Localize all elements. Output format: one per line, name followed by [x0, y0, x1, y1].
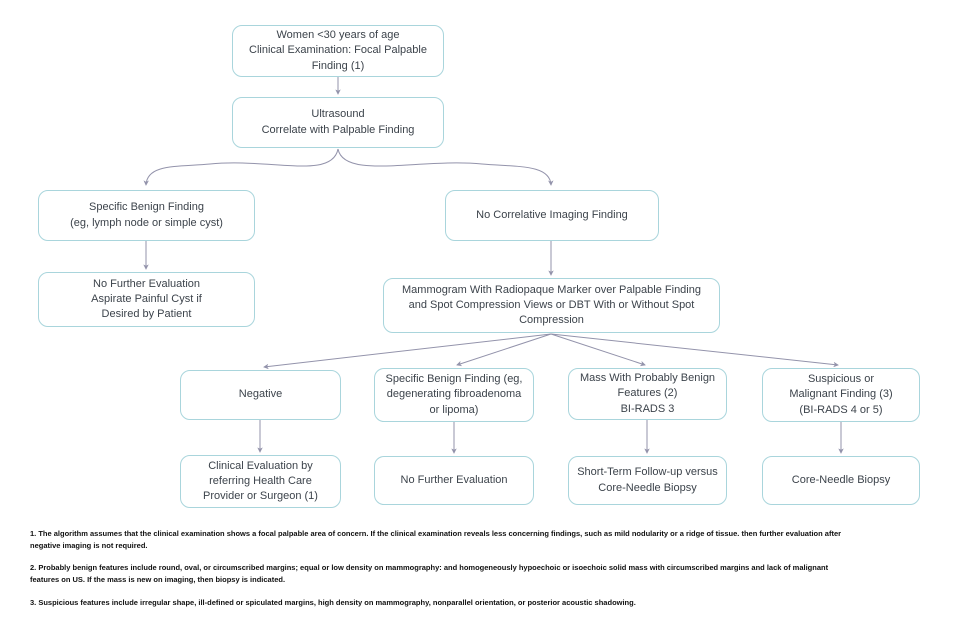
node-mass-probably-benign-birads3: Mass With Probably Benign Features (2) B… [568, 368, 727, 420]
node-negative: Negative [180, 370, 341, 420]
footnote-2: 2. Probably benign features include roun… [30, 563, 829, 584]
connector-mammogram-to-negative [263, 333, 552, 370]
node-ultrasound: Ultrasound Correlate with Palpable Findi… [232, 97, 444, 148]
footnotes-section: 1. The algorithm assumes that the clinic… [30, 528, 938, 619]
node-clinical-evaluation-referral: Clinical Evaluation by referring Health … [180, 455, 341, 508]
node-suspicious-malignant-finding: Suspicious or Malignant Finding (3) (BI-… [762, 368, 920, 422]
node-specific-benign-finding-mammo: Specific Benign Finding (eg, degeneratin… [374, 368, 534, 422]
node-no-further-evaluation-aspirate: No Further Evaluation Aspirate Painful C… [38, 272, 255, 327]
connector-mammogram-to-suspicious [550, 333, 839, 368]
footnote-3: 3. Suspicious features include irregular… [30, 597, 636, 607]
node-short-term-followup-vs-biopsy: Short-Term Follow-up versus Core-Needle … [568, 456, 727, 505]
connector-mammogram-to-benign-mammo [456, 333, 552, 367]
node-no-further-evaluation: No Further Evaluation [374, 456, 534, 505]
node-specific-benign-finding-us: Specific Benign Finding (eg, lymph node … [38, 190, 255, 241]
footnote-1: 1. The algorithm assumes that the clinic… [30, 529, 842, 550]
node-women-under-30: Women <30 years of age Clinical Examinat… [232, 25, 444, 77]
node-mammogram-radiopaque-marker: Mammogram With Radiopaque Marker over Pa… [383, 278, 720, 333]
connector-ultrasound-to-no-correlative [337, 148, 554, 186]
connector-ultrasound-to-benign-finding [143, 148, 339, 186]
node-no-correlative-imaging-finding: No Correlative Imaging Finding [445, 190, 659, 241]
connector-mammogram-to-mass [550, 333, 646, 367]
node-core-needle-biopsy: Core-Needle Biopsy [762, 456, 920, 505]
